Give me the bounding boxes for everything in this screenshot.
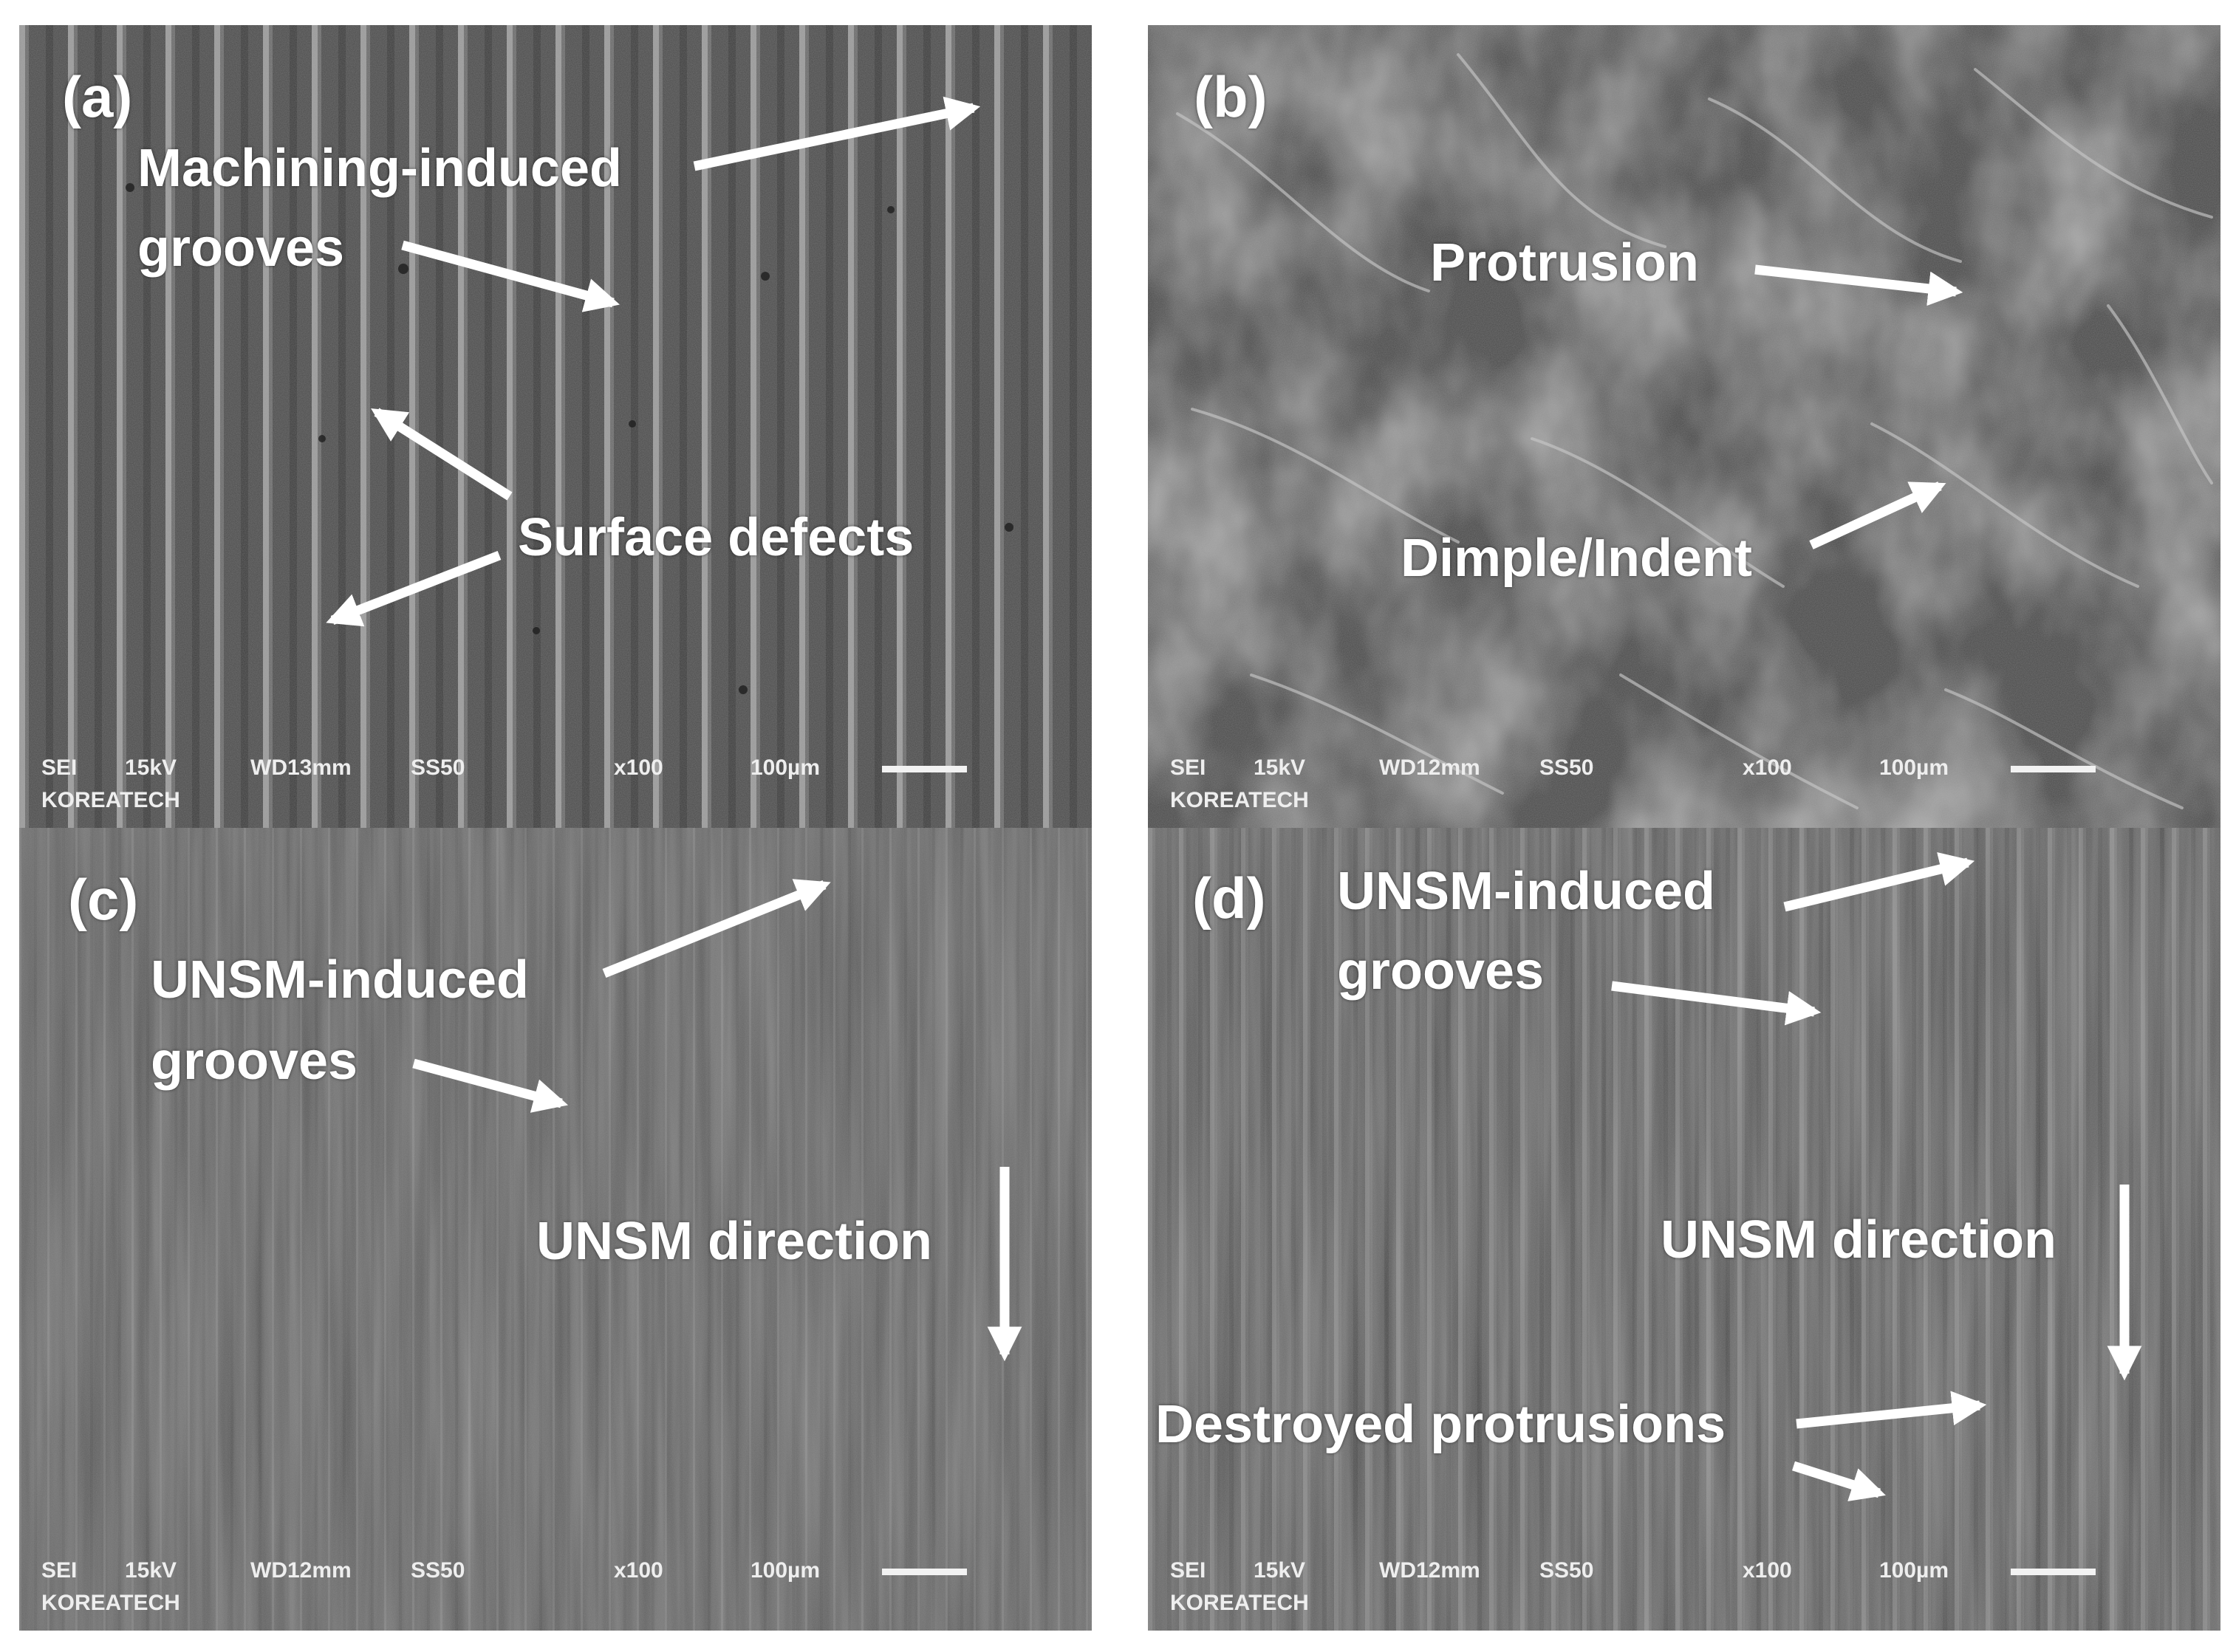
meta-scale: 100µm <box>1879 1558 1949 1583</box>
annotation-grooves-a: grooves <box>137 219 345 278</box>
annotation-unsm-direction-c: UNSM direction <box>536 1212 933 1271</box>
meta-kv: 15kV <box>125 755 177 780</box>
meta-scale: 100µm <box>1879 755 1949 780</box>
scale-bar <box>882 1569 967 1575</box>
sem-image-c <box>19 828 1092 1631</box>
meta-ss: SS50 <box>411 1558 465 1583</box>
panel-a: (a) Machining-induced grooves Surface de… <box>19 25 1092 828</box>
annotation-grooves-c: grooves <box>151 1032 358 1091</box>
meta-mag: x100 <box>614 1558 663 1583</box>
sem-meta-a: SEI 15kV WD13mm SS50 x100 100µm KOREATEC… <box>41 755 1076 820</box>
scale-bar <box>2011 1569 2096 1575</box>
panel-label-d: (d) <box>1192 866 1266 930</box>
annotation-protrusion: Protrusion <box>1430 233 1700 292</box>
annotation-unsm-induced-d: UNSM-induced <box>1337 862 1715 921</box>
meta-mode: SEI <box>1170 1558 1206 1583</box>
annotation-surface-defects: Surface defects <box>518 508 914 567</box>
meta-scale: 100µm <box>751 1558 821 1583</box>
meta-org: KOREATECH <box>1170 788 1309 812</box>
meta-mode: SEI <box>41 1558 78 1583</box>
scale-bar <box>2011 766 2096 772</box>
meta-kv: 15kV <box>125 1558 177 1583</box>
annotation-machining-induced: Machining-induced <box>137 139 622 198</box>
panel-c: (c) UNSM-induced grooves UNSM direction … <box>19 828 1092 1631</box>
sem-meta-c: SEI 15kV WD12mm SS50 x100 100µm KOREATEC… <box>41 1558 1076 1623</box>
sem-meta-b: SEI 15kV WD12mm SS50 x100 100µm KOREATEC… <box>1170 755 2204 820</box>
meta-mag: x100 <box>1743 755 1792 780</box>
panel-d: (d) UNSM-induced grooves UNSM direction … <box>1148 828 2220 1631</box>
panel-label-c: (c) <box>68 867 139 932</box>
meta-org: KOREATECH <box>41 788 180 812</box>
meta-kv: 15kV <box>1254 755 1306 780</box>
sem-image-b <box>1148 25 2220 828</box>
panel-label-a: (a) <box>62 64 133 129</box>
sem-meta-d: SEI 15kV WD12mm SS50 x100 100µm KOREATEC… <box>1170 1558 2204 1623</box>
panel-label-b: (b) <box>1194 64 1268 129</box>
meta-org: KOREATECH <box>41 1591 180 1615</box>
meta-org: KOREATECH <box>1170 1591 1309 1615</box>
meta-mode: SEI <box>41 755 78 780</box>
meta-wd: WD12mm <box>1379 1558 1480 1583</box>
meta-ss: SS50 <box>1539 755 1594 780</box>
meta-scale: 100µm <box>751 755 821 780</box>
annotation-grooves-d: grooves <box>1337 942 1545 1001</box>
meta-wd: WD12mm <box>250 1558 352 1583</box>
meta-mag: x100 <box>614 755 663 780</box>
meta-mag: x100 <box>1743 1558 1792 1583</box>
meta-ss: SS50 <box>1539 1558 1594 1583</box>
annotation-unsm-induced-c: UNSM-induced <box>151 950 529 1010</box>
meta-wd: WD13mm <box>250 755 352 780</box>
panel-b: (b) Protrusion Dimple/Indent SEI 15kV WD… <box>1148 25 2220 828</box>
scale-bar <box>882 766 967 772</box>
meta-kv: 15kV <box>1254 1558 1306 1583</box>
annotation-dimple-indent: Dimple/Indent <box>1401 529 1753 588</box>
meta-mode: SEI <box>1170 755 1206 780</box>
meta-wd: WD12mm <box>1379 755 1480 780</box>
annotation-unsm-direction-d: UNSM direction <box>1661 1210 2057 1269</box>
sem-image-d <box>1148 828 2220 1631</box>
meta-ss: SS50 <box>411 755 465 780</box>
annotation-destroyed-protrusions: Destroyed protrusions <box>1155 1395 1726 1454</box>
